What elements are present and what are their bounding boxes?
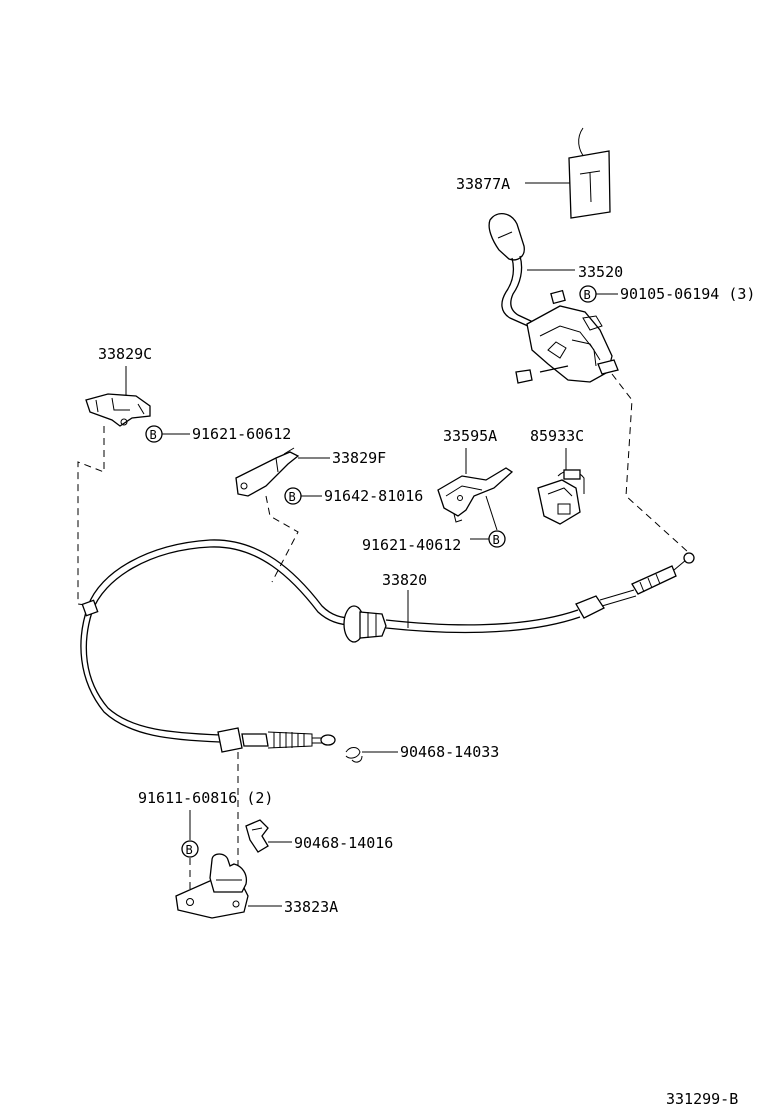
label-retainer-left: 33829C: [98, 345, 152, 363]
label-tag: 33877A: [456, 175, 510, 193]
clip-lower-part: [245, 819, 269, 853]
bracket-lower-part: [175, 853, 249, 919]
cable-collar-left: [81, 599, 99, 617]
label-bolt-lower: 91611-60816 (2): [138, 789, 273, 807]
retainer-left-part: [85, 393, 151, 427]
label-shift-lever: 33520: [578, 263, 623, 281]
bracket-mid-part: [437, 467, 514, 523]
label-clip-end: 90468-14033: [400, 743, 499, 761]
bolt-symbol-bracket-letter: B: [493, 533, 500, 547]
clamp-mid-part: [235, 447, 300, 497]
clip-end-part: [345, 747, 363, 763]
bolt-symbol-lower-letter: B: [186, 843, 193, 857]
connector-part: [537, 469, 585, 525]
guide-retainer-to-cable: [77, 426, 105, 607]
label-bolt-bracket: 91621-40612: [362, 536, 461, 554]
cable-end-lower: [217, 727, 336, 753]
bolt-symbol-left-letter: B: [150, 428, 157, 442]
bolt-symbol-lower: [181, 840, 199, 858]
label-connector: 85933C: [530, 427, 584, 445]
label-bolt-lever: 90105-06194 (3): [620, 285, 755, 303]
label-cable: 33820: [382, 571, 427, 589]
cable-outer-right-2: [385, 616, 581, 634]
label-bolt-mid: 91642-81016: [324, 487, 423, 505]
leader-bolt-bracket-up: [485, 495, 498, 531]
label-bolt-left: 91621-60612: [192, 425, 291, 443]
cable-outer-top: [87, 539, 353, 619]
guide-lever-to-cable: [611, 373, 689, 553]
cable-outer-top-2: [91, 546, 353, 626]
label-clip-lower: 90468-14016: [294, 834, 393, 852]
label-clamp-mid: 33829F: [332, 449, 386, 467]
cable-outer-left-2: [85, 611, 221, 736]
figure-code: 331299-B: [666, 1090, 738, 1108]
tag-part: [568, 127, 611, 219]
guide-clamp-to-cable: [265, 495, 299, 583]
bolt-symbol-lever-letter: B: [584, 288, 591, 302]
label-bracket-lower: 33823A: [284, 898, 338, 916]
cable-grommet: [343, 605, 387, 643]
shift-lever-assembly: [488, 213, 619, 384]
cable-outer-left: [80, 605, 221, 743]
cable-outer-right: [385, 609, 579, 626]
label-bracket-mid: 33595A: [443, 427, 497, 445]
bolt-symbol-mid-letter: B: [289, 490, 296, 504]
cable-end-right: [575, 552, 695, 619]
